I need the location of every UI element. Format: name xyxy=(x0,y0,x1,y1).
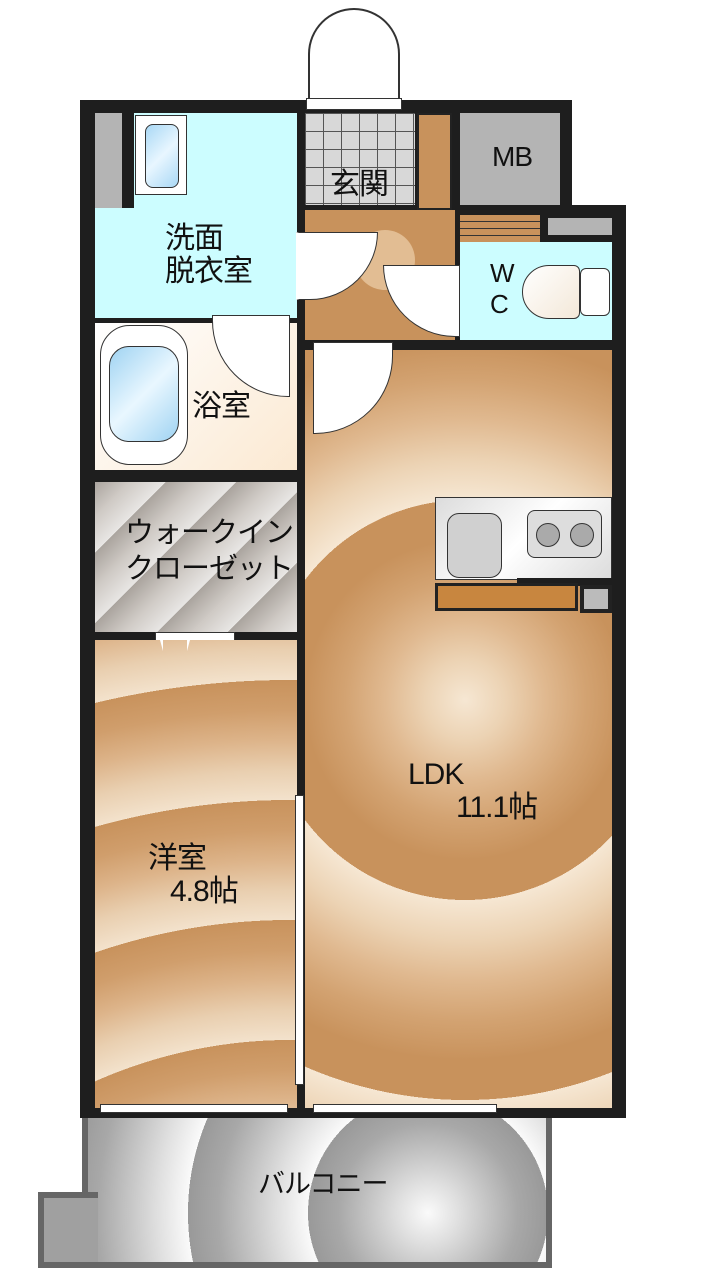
balcony-label: バルコニー xyxy=(258,1169,388,1199)
walk-in-closet xyxy=(95,482,297,632)
entrance-label: 玄関 xyxy=(330,168,389,201)
ldk xyxy=(305,350,612,1108)
bathtub-icon xyxy=(100,325,188,465)
wic-label-1: ウォークイン xyxy=(125,517,294,549)
bathroom-label: 浴室 xyxy=(192,390,251,423)
step xyxy=(460,215,540,242)
stove-icon xyxy=(527,510,602,558)
entrance-door-frame xyxy=(306,98,402,110)
toilet-label-w: W xyxy=(490,258,515,288)
washbasin-icon xyxy=(135,115,187,195)
pillar-wall xyxy=(122,113,134,208)
wic-label-2: クローゼット xyxy=(125,553,294,586)
washroom-label-1: 洗面 xyxy=(165,222,224,255)
kitchen-wall xyxy=(517,578,612,586)
toilet-icon xyxy=(522,265,580,319)
kitchen-bar-counter xyxy=(435,583,578,611)
ldk-size: 11.1帖 xyxy=(456,791,538,824)
window-ldk xyxy=(313,1104,497,1113)
sliding-door[interactable] xyxy=(295,795,304,1085)
western-room-size: 4.8帖 xyxy=(170,875,239,908)
ldk-name: LDK xyxy=(408,758,464,791)
washroom-label-2: 脱衣室 xyxy=(165,255,253,288)
balcony xyxy=(82,1118,552,1268)
partition-wall xyxy=(95,470,297,482)
meter-box-label: MB xyxy=(492,141,533,172)
window-western xyxy=(100,1104,288,1113)
western-room-name: 洋室 xyxy=(148,842,207,875)
washroom-pillar xyxy=(95,113,122,208)
toilet-label-c: C xyxy=(490,289,509,320)
shoe-cabinet xyxy=(417,113,452,210)
bathroom-door[interactable] xyxy=(212,315,290,397)
kitchen-duct xyxy=(580,585,612,613)
meter-box xyxy=(460,113,560,205)
front-door xyxy=(308,8,400,100)
wc-shelf xyxy=(548,218,612,235)
western-room xyxy=(95,640,297,1108)
toilet-tank-icon xyxy=(580,268,610,316)
wic-label: ウォークインクローゼット xyxy=(125,515,294,588)
balcony-step xyxy=(38,1192,98,1268)
washroom-label: 洗面脱衣室 xyxy=(165,222,253,288)
sink-icon xyxy=(447,513,502,578)
entrance xyxy=(305,113,415,205)
